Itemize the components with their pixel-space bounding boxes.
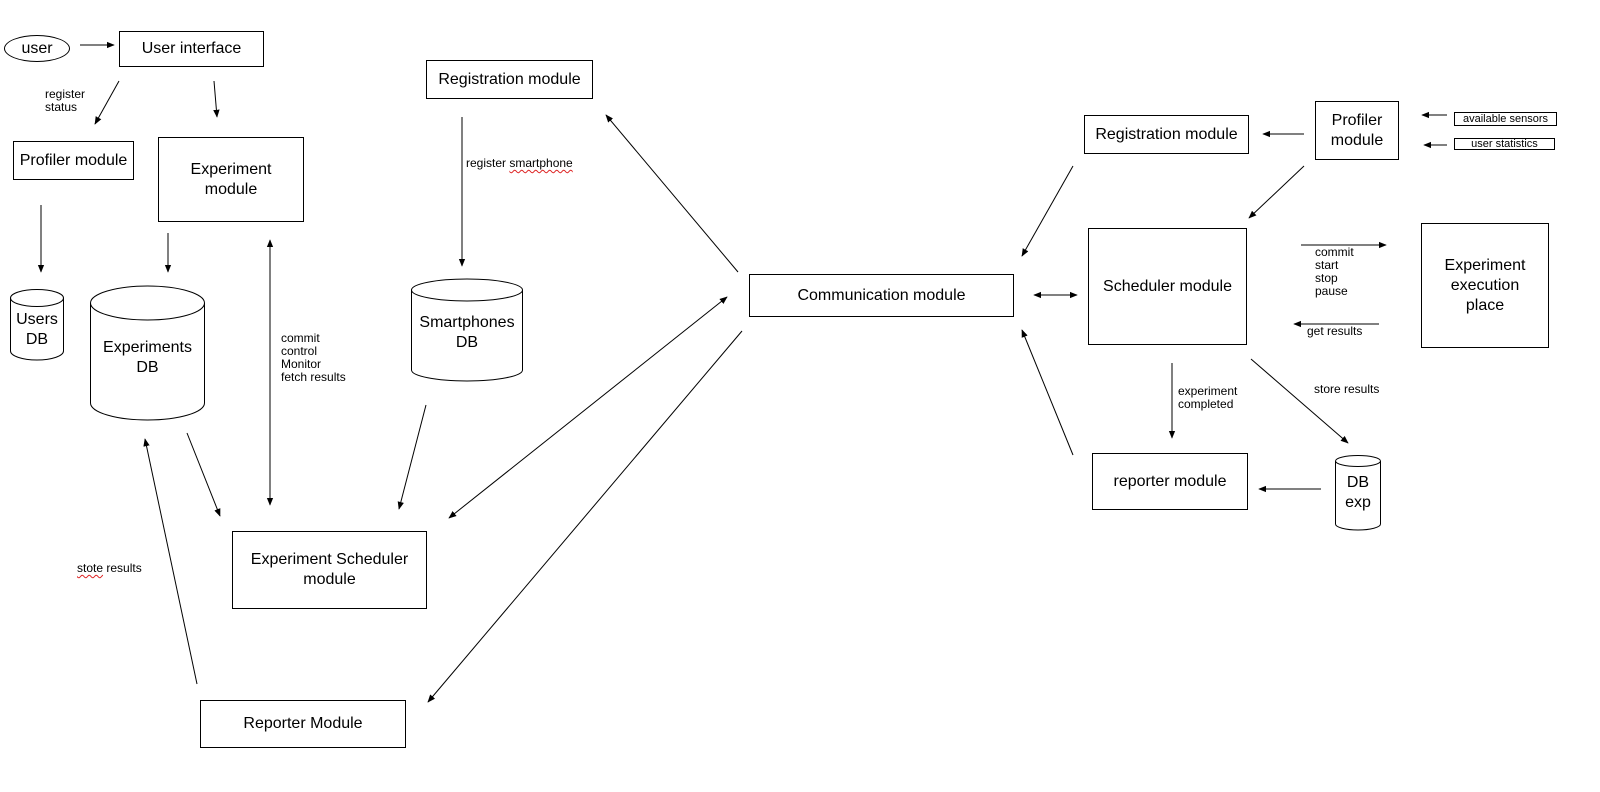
db-exp-label: DB exp [1345,474,1371,511]
db-exp-node: DB exp [1335,455,1381,531]
scheduler-module-node: Scheduler module [1088,228,1247,345]
arrow-scheduler-to-dbexp [1250,358,1349,444]
arrow-ui-to-experiment [213,80,220,118]
experiment-scheduler-node: Experiment Scheduler module [232,531,427,609]
communication-module-node: Communication module [749,274,1014,317]
arrow-reporter-to-comm [1021,329,1074,456]
arrow-comm-to-registration [605,114,739,273]
stote-word: stote [77,561,104,575]
arrow-registration-to-comm [1021,165,1074,257]
store-results-label: store results [1314,382,1380,396]
profiler-module-left-node: Profiler module [13,141,134,180]
db-exp-shape [1335,455,1381,531]
register-status-label: register status [45,87,86,114]
commit-control-label: commit control Monitor fetch results [281,331,346,384]
reporter-module-right-node: reporter module [1092,453,1248,510]
reporter-module-left-node: Reporter Module [200,700,406,748]
experiments-db-shape [90,285,205,421]
arrow-comm-to-reporter [427,330,743,703]
experiments-db-label: Experiments DB [103,339,192,376]
users-db-node: Users DB [10,289,64,361]
user-interface-node: User interface [119,31,264,67]
register-smartphone-label: register smartphone [466,144,573,170]
registration-module-right-node: Registration module [1084,115,1249,154]
user-node: user [4,35,70,62]
commit-start-stop-pause-label: commit start stop pause [1315,245,1354,298]
experiments-db-node: Experiments DB [90,285,205,421]
stote-results-label: stote results [77,549,142,575]
get-results-label: get results [1307,324,1363,338]
arrow-profiler-to-scheduler [1248,165,1305,219]
arrow-expdb-to-scheduler [186,432,221,517]
experiment-execution-place-node: Experiment execution place [1421,223,1549,348]
registration-module-top-node: Registration module [426,60,593,99]
experiment-completed-label: experiment completed [1178,384,1238,411]
smartphones-db-node: Smartphones DB [411,278,523,382]
arrow-reporter-to-expdb [143,438,198,685]
arrow-smartphonesdb-to-scheduler [397,404,427,510]
users-db-label: Users DB [16,311,58,348]
smartphones-word: Smartphones DB [419,314,515,351]
register-smartphone-prefix: register [466,156,510,170]
smartphones-db-label: Smartphones DB [411,313,523,353]
register-smartphone-word: smartphone [509,156,573,170]
experiment-module-node: Experiment module [158,137,304,222]
arrow-ui-to-profiler [94,80,120,125]
profiler-module-right-node: Profiler module [1315,101,1399,160]
users-db-shape [10,289,64,361]
user-statistics-node: user statistics [1454,138,1555,150]
stote-suffix: results [103,561,142,575]
available-sensors-node: available sensors [1454,112,1557,126]
